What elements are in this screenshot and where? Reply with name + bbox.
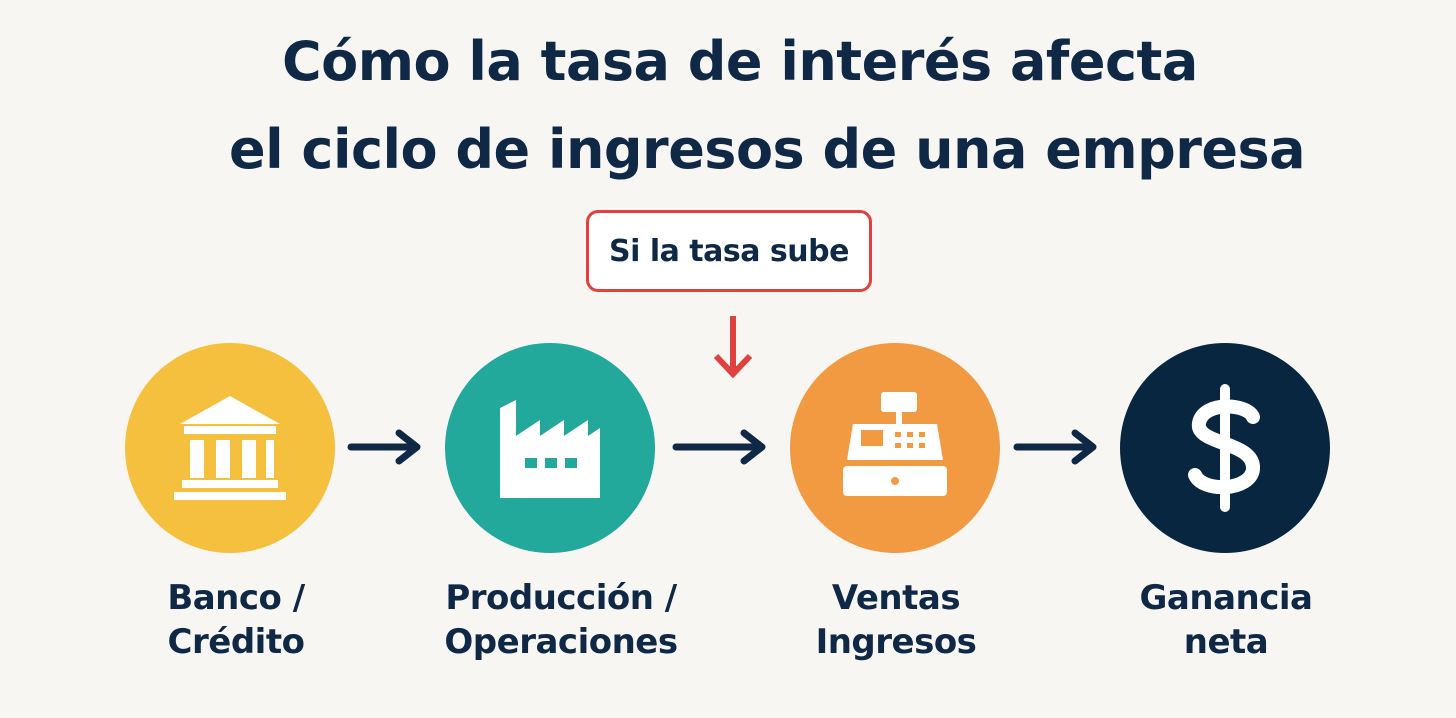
sales-income-node [790, 343, 1000, 553]
step-label-line: Producción / [445, 578, 677, 618]
step-label-production-operations: Producción / Operaciones [421, 576, 701, 664]
step-label-net-profit: Ganancia neta [1086, 576, 1366, 664]
callout-down-arrow-icon [713, 316, 753, 379]
factory-icon [500, 400, 600, 498]
step-label-line: Crédito [167, 622, 305, 662]
cash-register-icon [843, 392, 947, 496]
dollar-icon [1188, 384, 1260, 512]
net-profit-node [1120, 343, 1330, 553]
page-title: Cómo la tasa de interés afecta el ciclo … [0, 18, 1456, 194]
step-label-line: Operaciones [444, 622, 678, 662]
title-line-1: Cómo la tasa de interés afecta [282, 30, 1198, 93]
callout-text: Si la tasa sube [609, 233, 849, 269]
step-label-bank-credit: Banco / Crédito [96, 576, 376, 664]
production-operations-node [445, 343, 655, 553]
step-label-line: Banco / [167, 578, 305, 618]
step-label-line: Ventas [831, 578, 961, 618]
bank-icon [174, 396, 286, 500]
step-label-line: neta [1183, 622, 1269, 662]
step-label-sales-income: Ventas Ingresos [756, 576, 1036, 664]
rate-rise-callout: Si la tasa sube [586, 210, 872, 292]
flow-arrow-icon [1013, 429, 1097, 465]
bank-credit-node [125, 343, 335, 553]
flow-arrow-icon [347, 429, 421, 465]
flow-arrow-icon [672, 429, 766, 465]
title-line-2: el ciclo de ingresos de una empresa [229, 118, 1306, 182]
step-label-line: Ingresos [815, 622, 977, 662]
step-label-line: Ganancia [1139, 578, 1313, 618]
